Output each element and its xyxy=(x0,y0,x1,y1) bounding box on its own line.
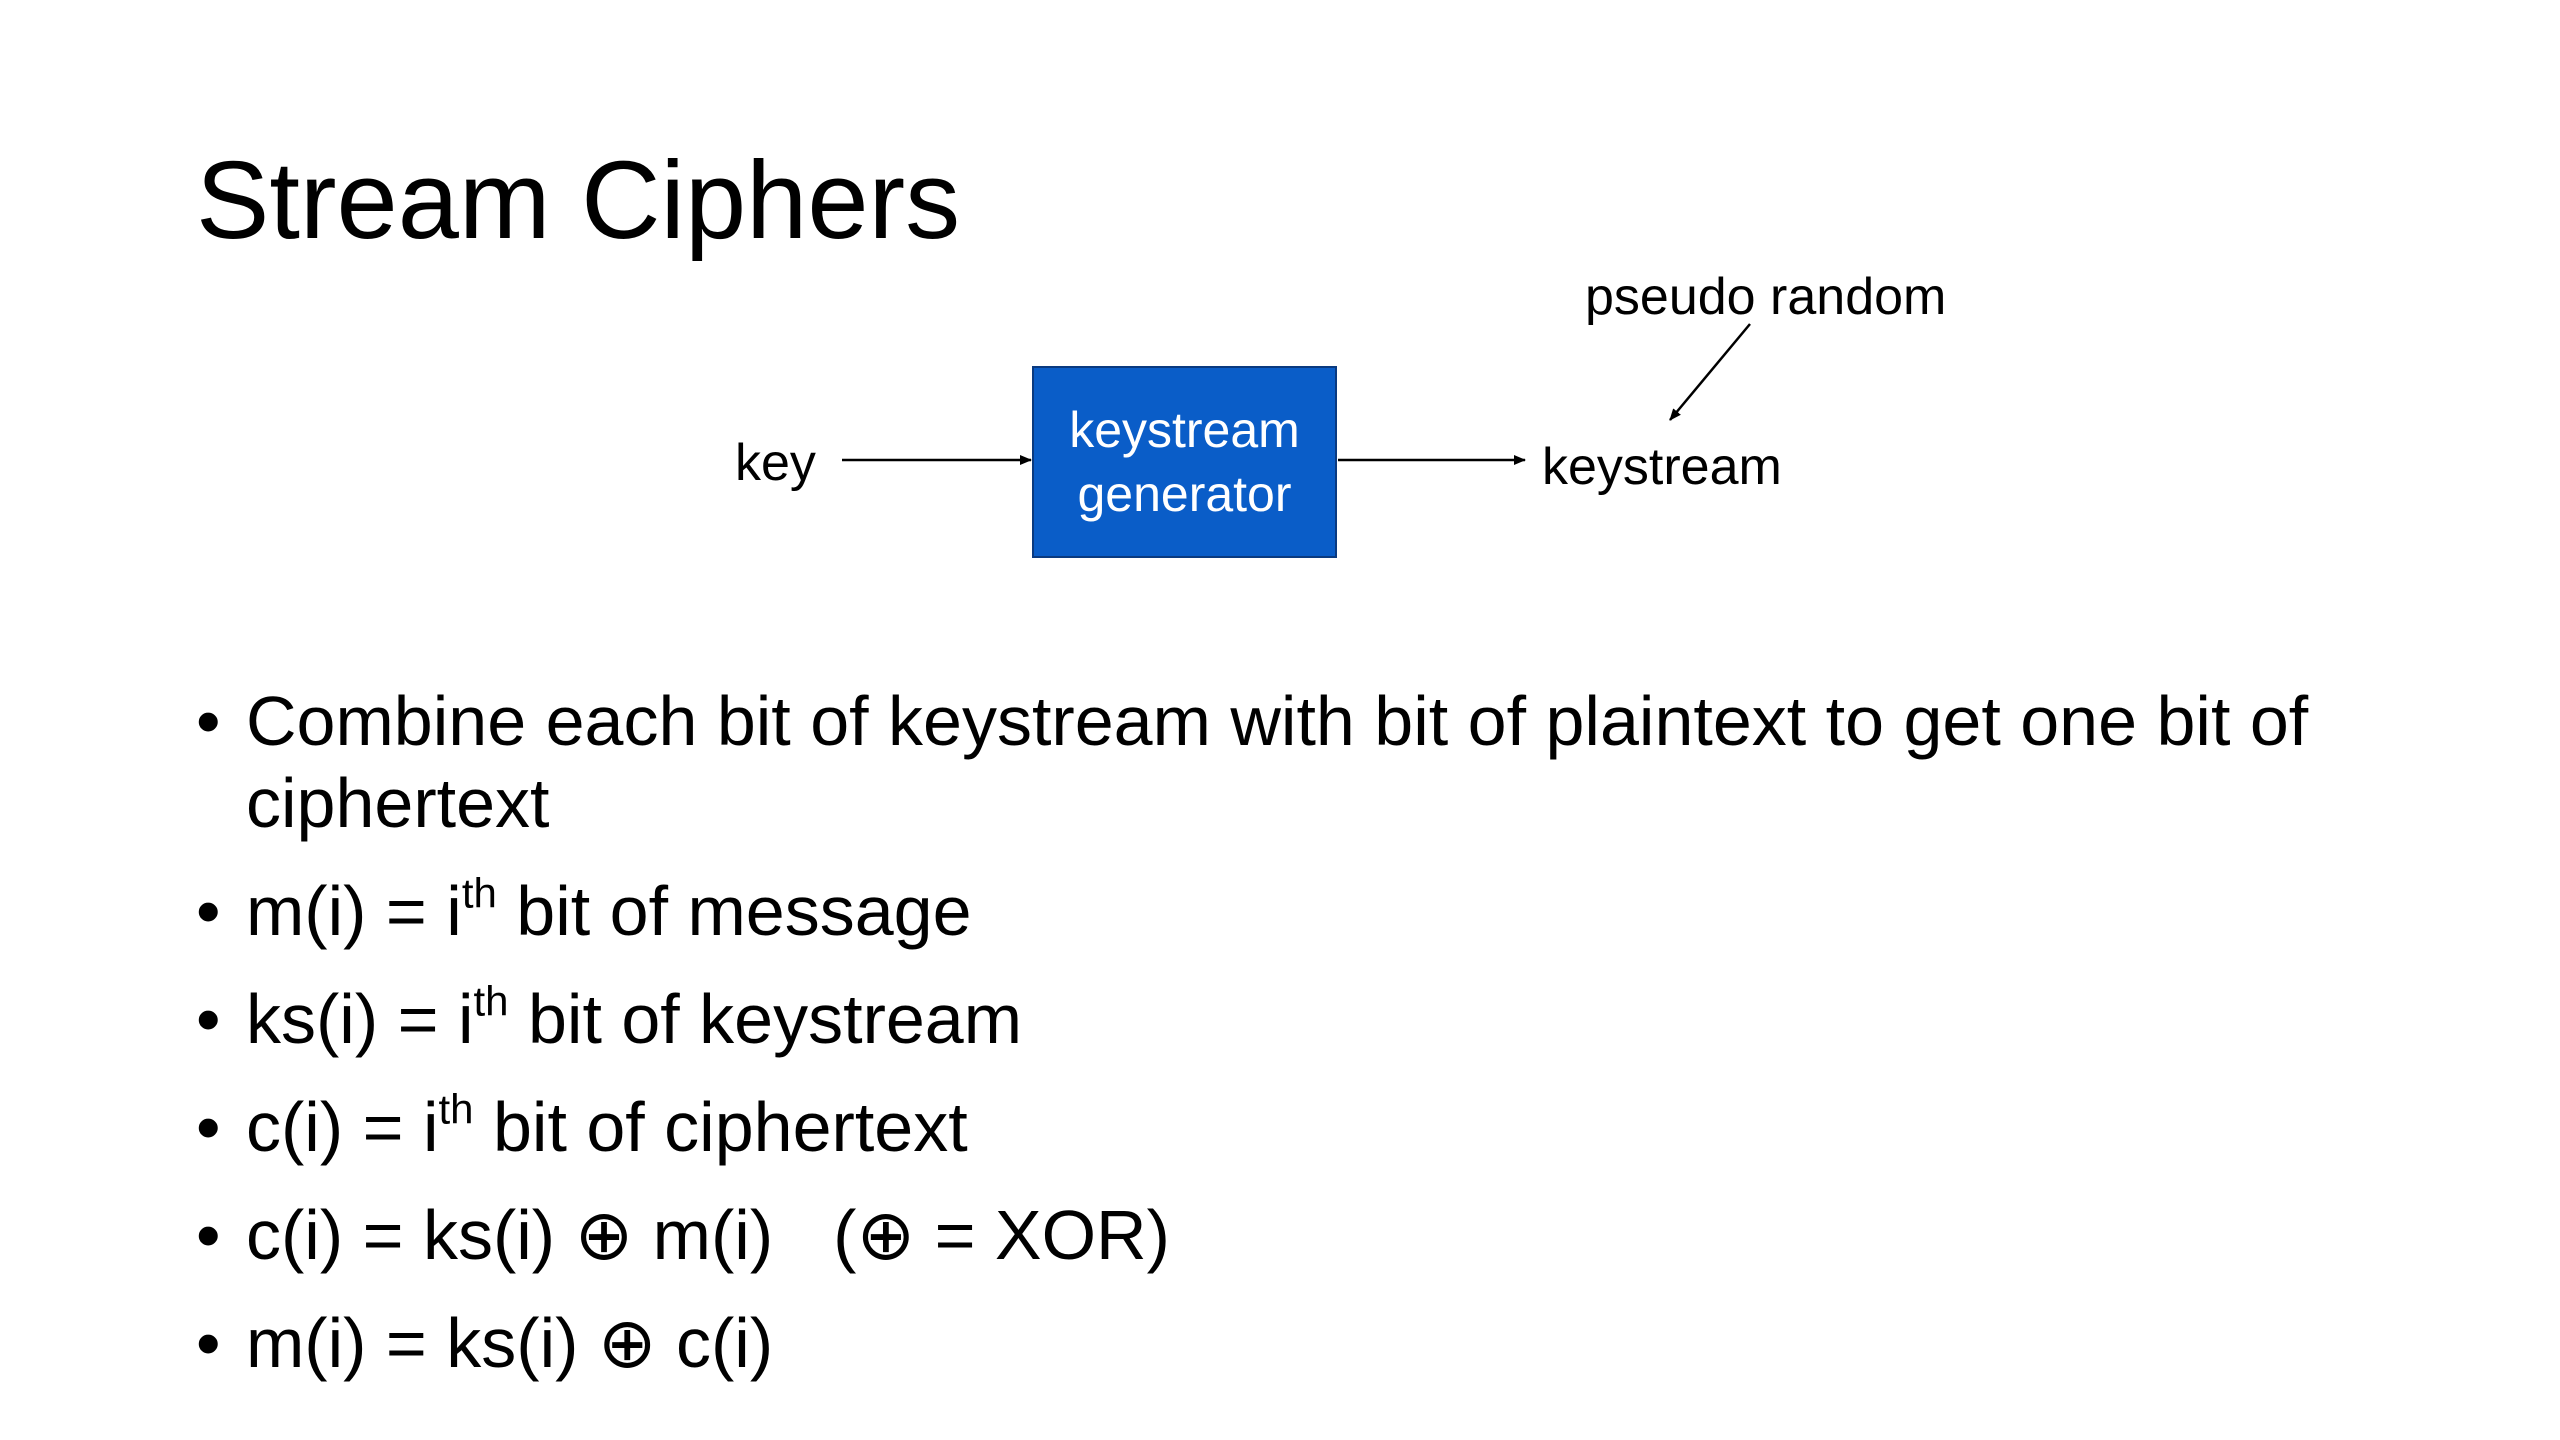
annotation-arrow xyxy=(1669,323,1751,421)
bullet-text: c(i) = ks(i) ⊕ m(i) xyxy=(246,1196,774,1274)
bullet-text-suffix: bit of ciphertext xyxy=(473,1088,968,1166)
bullet-item: • m(i) = ith bit of message xyxy=(196,870,2396,952)
xor-note: (⊕ = XOR) xyxy=(833,1196,1170,1274)
bullet-marker: • xyxy=(196,682,221,760)
bullet-marker: • xyxy=(196,980,221,1058)
keystream-label: keystream xyxy=(1542,438,1782,496)
superscript: th xyxy=(438,1085,474,1133)
bullet-item: • Combine each bit of keystream with bit… xyxy=(196,680,2396,844)
superscript: th xyxy=(473,977,509,1025)
bullet-marker: • xyxy=(196,1196,221,1274)
key-label: key xyxy=(735,434,816,492)
bullet-marker: • xyxy=(196,1088,221,1166)
bullet-item: • m(i) = ks(i) ⊕ c(i) xyxy=(196,1302,2396,1384)
keystream-generator-box: keystream generator xyxy=(1032,366,1337,558)
bullet-marker: • xyxy=(196,872,221,950)
pseudo-random-label: pseudo random xyxy=(1585,268,1947,326)
box-line-2: generator xyxy=(1077,466,1292,522)
bullet-text: Combine each bit of keystream with bit o… xyxy=(246,682,2309,842)
bullet-item: • c(i) = ith bit of ciphertext xyxy=(196,1086,2396,1168)
bullet-text-suffix: bit of keystream xyxy=(508,980,1023,1058)
box-line-1: keystream xyxy=(1069,402,1300,458)
bullet-item: • ks(i) = ith bit of keystream xyxy=(196,978,2396,1060)
bullet-text-prefix: ks(i) = i xyxy=(246,980,474,1058)
bullet-marker: • xyxy=(196,1304,221,1382)
slide-title: Stream Ciphers xyxy=(196,139,961,262)
bullet-item: • c(i) = ks(i) ⊕ m(i) (⊕ = XOR) xyxy=(196,1194,2396,1276)
bullet-text-prefix: m(i) = i xyxy=(246,872,462,950)
bullet-text-prefix: c(i) = i xyxy=(246,1088,439,1166)
bullet-text-suffix: bit of message xyxy=(496,872,972,950)
superscript: th xyxy=(461,869,497,917)
bullet-list: • Combine each bit of keystream with bit… xyxy=(196,680,2396,1410)
bullet-text: m(i) = ks(i) ⊕ c(i) xyxy=(246,1304,774,1382)
